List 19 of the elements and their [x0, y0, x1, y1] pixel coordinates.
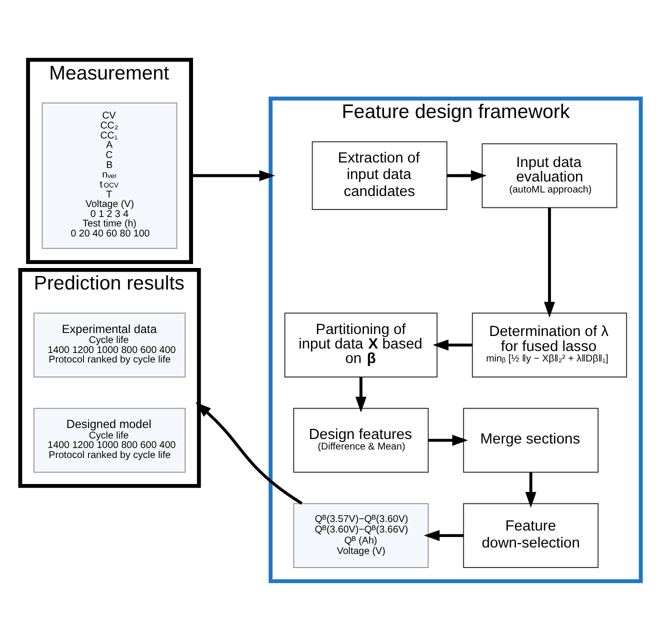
node-box: Qᴮ(3.57V)−Qᴮ(3.60V) Qᴮ(3.60V)−Qᴮ(3.66V) Qᴮ (Ah) Voltage (V): [293, 503, 429, 568]
arrow: [355, 377, 366, 413]
arrow: [544, 208, 555, 318]
node-box: Experimental data Cycle life 1400 1200 1000 800 600 400 Protocol ranked by cycle life: [33, 312, 186, 378]
node-box: Input data evaluation (autoML approach): [482, 143, 618, 208]
node-box: Design features (Difference & Mean): [293, 408, 429, 473]
arrow: [196, 402, 303, 505]
arrow: [432, 340, 472, 351]
node-box: Feature down-selection: [463, 503, 599, 568]
arrow: [191, 170, 276, 182]
node-box: Extraction of input data candidates: [312, 141, 448, 210]
node-box: Determination of λ for fused lasso minᵦ [½ ‖y − Xβ‖₂² + λ‖Dβ‖₁]: [472, 312, 628, 378]
arrow: [428, 434, 468, 446]
node-box: Partitioning of input data X based on β: [284, 312, 438, 378]
arrow: [525, 472, 536, 508]
arrow: [424, 530, 464, 542]
node-box: Designed model Cycle life 1400 1200 1000 800 600 400 Protocol ranked by cycle life: [33, 408, 186, 473]
node-box: Merge sections: [463, 408, 599, 473]
arrow: [446, 170, 487, 182]
